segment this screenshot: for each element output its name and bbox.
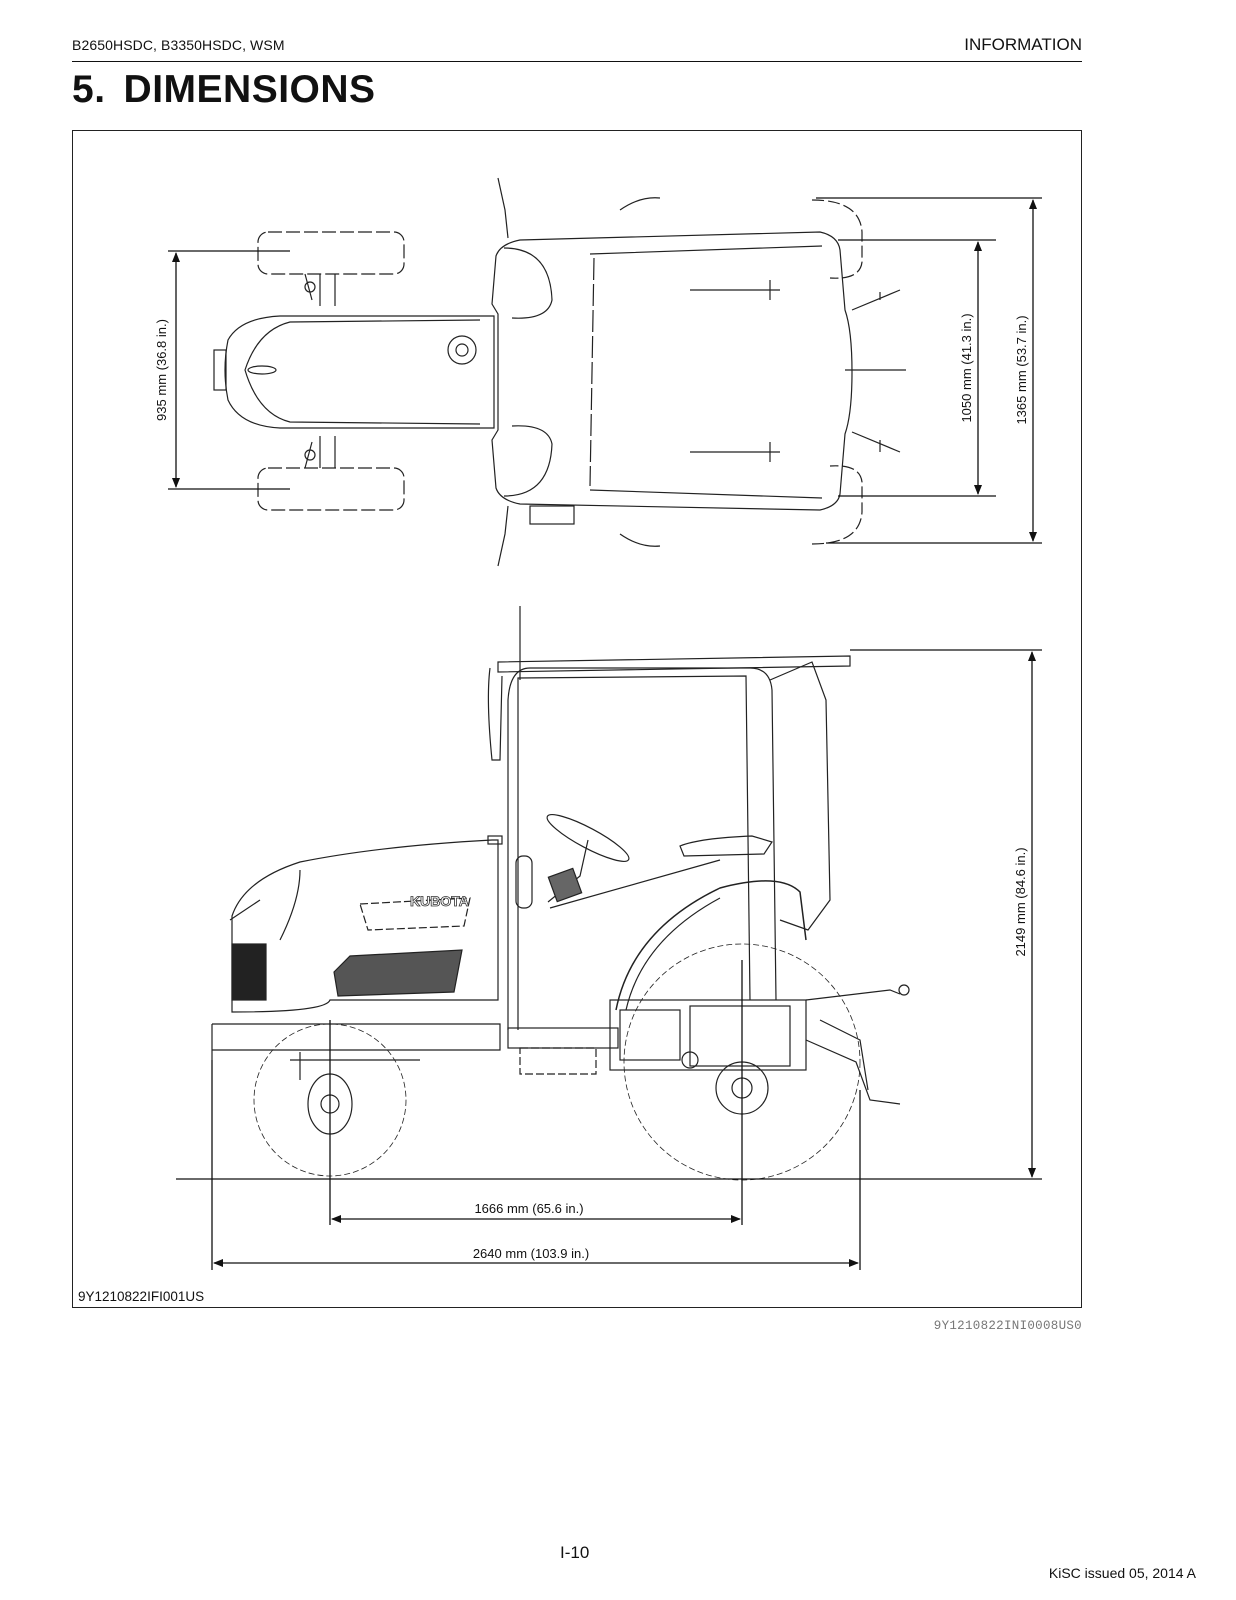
side-view-dimensions: [176, 649, 1042, 1270]
page-number: I-10: [560, 1543, 590, 1562]
kubota-brand-mark: KUBOTA: [410, 893, 469, 909]
issue-info: KiSC issued 05, 2014 A: [1048, 1565, 1196, 1581]
overall-width-label: 1365 mm (53.7 in.): [1014, 315, 1029, 424]
document-reference: 9Y1210822INI0008US0: [933, 1319, 1082, 1333]
figure-id: 9Y1210822IFI001US: [78, 1289, 205, 1304]
header-divider: [72, 61, 1082, 62]
top-view-dimensions: [168, 197, 1042, 544]
header-section: INFORMATION: [964, 35, 1082, 54]
section-number: 5.: [72, 68, 106, 111]
front-track-label: 935 mm (36.8 in.): [154, 319, 169, 421]
top-view-drawing: [213, 177, 906, 567]
header-models: B2650HSDC, B3350HSDC, WSM: [72, 37, 285, 53]
figure-frame: [72, 130, 1082, 1308]
page-title: 5. DIMENSIONS: [72, 68, 376, 112]
wheelbase-label: 1666 mm (65.6 in.): [474, 1201, 583, 1216]
rear-track-label: 1050 mm (41.3 in.): [959, 313, 974, 422]
overall-length-label: 2640 mm (103.9 in.): [473, 1246, 589, 1261]
overall-height-label: 2149 mm (84.6 in.): [1013, 847, 1028, 956]
section-title-text: DIMENSIONS: [123, 68, 376, 111]
side-view-drawing: KUBOTA: [211, 606, 910, 1181]
